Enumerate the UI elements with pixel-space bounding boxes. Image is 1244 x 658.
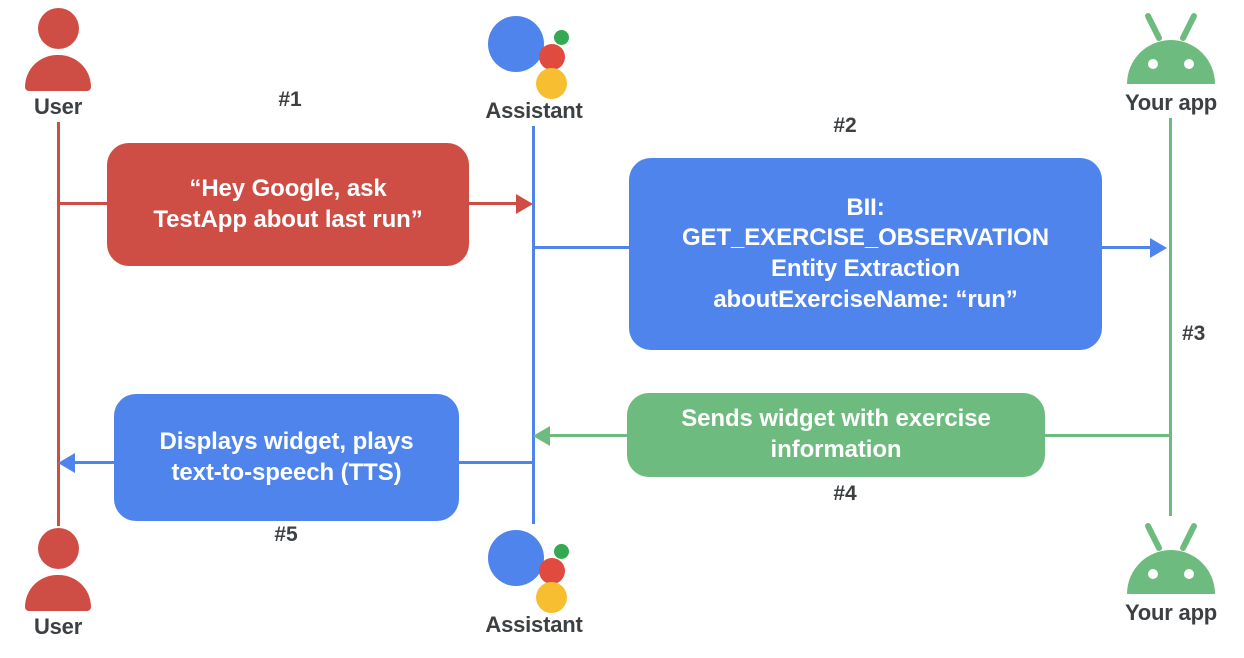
message-box-step-2: BII: GET_EXERCISE_OBSERVATION Entity Ext… xyxy=(629,158,1102,350)
arrowhead-step-5 xyxy=(58,453,75,473)
message-line: “Hey Google, ask xyxy=(189,174,387,202)
message-line: aboutExerciseName: “run” xyxy=(713,285,1018,313)
actor-user-bottom: User xyxy=(0,528,133,638)
connector-step-5-left xyxy=(74,461,116,464)
actor-label-user-top: User xyxy=(33,94,83,119)
message-line: text-to-speech (TTS) xyxy=(171,458,402,486)
actor-label-your-app-bottom: Your app xyxy=(1124,600,1218,625)
lifeline-user xyxy=(57,122,60,526)
actor-assistant-top: Assistant xyxy=(459,10,609,122)
message-line: Sends widget with exercise xyxy=(681,405,991,433)
actor-assistant-bottom: Assistant xyxy=(459,524,609,636)
message-line: Displays widget, plays xyxy=(159,427,414,455)
connector-step-2-left xyxy=(532,246,632,249)
user-avatar-icon xyxy=(22,528,94,611)
android-robot-icon xyxy=(1121,518,1221,598)
connector-step-2-right xyxy=(1100,246,1152,249)
lifeline-assistant xyxy=(532,126,535,524)
actor-label-your-app-top: Your app xyxy=(1124,90,1218,115)
connector-step-4-right xyxy=(1044,434,1170,437)
message-line: Entity Extraction xyxy=(771,255,960,282)
message-line: information xyxy=(770,436,902,463)
lifeline-your-app xyxy=(1169,118,1172,516)
connector-step-5-right xyxy=(458,461,534,464)
android-robot-icon xyxy=(1121,8,1221,88)
actor-your-app-bottom: Your app xyxy=(1096,518,1244,624)
actor-your-app-top: Your app xyxy=(1096,8,1244,114)
step-label-4: #4 xyxy=(833,482,857,505)
actor-label-assistant-bottom: Assistant xyxy=(485,612,583,637)
step-label-1: #1 xyxy=(278,88,302,111)
step-label-5: #5 xyxy=(274,523,298,546)
connector-step-1-right xyxy=(468,202,520,205)
actor-user-top: User xyxy=(0,8,133,118)
arrowhead-step-4 xyxy=(533,426,550,446)
step-label-2: #2 xyxy=(833,114,857,137)
connector-step-1-left xyxy=(57,202,109,205)
google-assistant-icon xyxy=(486,10,582,99)
arrowhead-step-2 xyxy=(1150,238,1167,258)
message-box-step-5: Displays widget, plays text-to-speech (T… xyxy=(114,394,459,521)
user-avatar-icon xyxy=(22,8,94,91)
actor-label-user-bottom: User xyxy=(33,614,83,639)
message-box-step-1: “Hey Google, ask TestApp about last run” xyxy=(107,143,469,266)
google-assistant-icon xyxy=(486,524,582,613)
message-box-step-4: Sends widget with exercise information xyxy=(627,393,1045,477)
step-label-3: #3 xyxy=(1182,322,1206,345)
arrowhead-step-1 xyxy=(516,194,533,214)
message-line: GET_EXERCISE_OBSERVATION xyxy=(681,224,1050,252)
connector-step-4-left xyxy=(550,434,630,437)
message-line: BII: xyxy=(846,193,885,221)
actor-label-assistant-top: Assistant xyxy=(485,98,583,123)
message-line: TestApp about last run” xyxy=(153,205,423,233)
